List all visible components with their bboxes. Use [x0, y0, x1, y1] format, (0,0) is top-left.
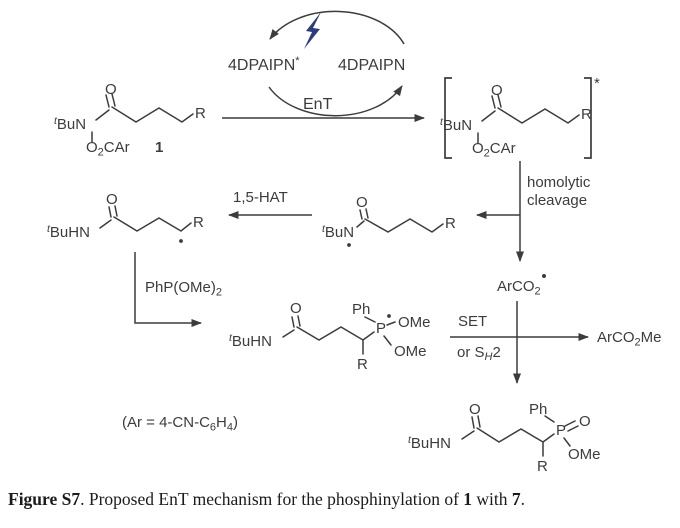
caption-compound-1: 1 — [463, 489, 473, 509]
phosphoranyl-radical-structure: tBuHN O Ph P OMe OMe R — [229, 300, 431, 373]
caption-period: . — [520, 489, 526, 509]
set-label: SET — [458, 313, 487, 330]
product-structure: tBuHN O Ph P O OMe R — [408, 401, 601, 475]
carbon-radical-dot — [179, 239, 183, 243]
excited-substrate-structure: * tBuN O O2CAr R — [440, 75, 600, 160]
product-ome-label: OMe — [568, 446, 601, 463]
hat-label: 1,5-HAT — [233, 189, 288, 206]
energy-transfer-label: EnT — [303, 96, 333, 113]
cycle-arc-bottom — [268, 85, 403, 117]
excited-amine-label: tBuN — [440, 116, 472, 134]
aminyl-radical-dot — [347, 243, 351, 247]
substrate-ester-label: O2CAr — [86, 139, 130, 159]
compound-1-number: 1 — [155, 139, 163, 156]
aroyloxy-radical-dot — [542, 274, 546, 278]
excited-r-label: R — [581, 106, 592, 123]
phosphoranyl-carbonyl-o: O — [290, 300, 302, 317]
substrate-1-structure: tBuN O O2CAr R 1 — [54, 81, 206, 159]
caption-figure-label: Figure S7 — [8, 489, 81, 509]
aroyloxy-radical: ArCO2 — [497, 274, 546, 298]
phosphonite-arrow — [134, 252, 202, 327]
carbon-radical-amine-label: tBuHN — [47, 223, 90, 241]
product-p-label: P — [556, 422, 566, 439]
product-ph-label: Ph — [529, 401, 547, 418]
photocatalyst-excited-label: 4DPAIPN* — [228, 55, 300, 74]
set-step: SET or SH2 ArCO2Me — [450, 301, 661, 384]
ar-definition: (Ar = 4-CN-C6H4) — [122, 414, 238, 434]
carbon-radical-carbonyl-o: O — [106, 191, 118, 208]
photocatalytic-cycle: 4DPAIPN* 4DPAIPN EnT — [228, 10, 405, 117]
homolytic-cleavage-step: homolytic cleavage — [476, 161, 591, 262]
aminyl-amine-label: tBuN — [322, 223, 354, 241]
product-oxide-o: O — [579, 413, 591, 430]
phosphoranyl-ome-bottom: OMe — [394, 343, 427, 360]
substrate-carbonyl-o: O — [105, 81, 117, 98]
aryl-ester-label: ArCO2Me — [597, 329, 661, 349]
phosphonite-label: PhP(OMe)2 — [145, 279, 222, 299]
hat-step: 1,5-HAT — [228, 189, 312, 219]
excited-star: * — [594, 75, 600, 92]
substrate-amine-label: tBuN — [54, 115, 86, 133]
aminyl-carbonyl-o: O — [356, 194, 368, 211]
aminyl-radical-structure: tBuN O R — [322, 194, 456, 247]
aroyloxy-label: ArCO2 — [497, 278, 541, 298]
aminyl-r-label: R — [445, 215, 456, 232]
phosphoranyl-p-label: P — [376, 320, 386, 337]
caption-body: . Proposed EnT mechanism for the phosphi… — [80, 489, 464, 509]
phosphoranyl-radical-dot — [387, 314, 391, 318]
homolytic-label-line2: cleavage — [527, 192, 587, 209]
caption-with: with — [472, 489, 512, 509]
product-r-label: R — [537, 458, 548, 475]
phosphoranyl-bonds — [282, 315, 396, 355]
sh2-label: or SH2 — [457, 344, 501, 363]
phosphoranyl-ome-top: OMe — [398, 314, 431, 331]
phosphoranyl-amine-label: tBuHN — [229, 332, 272, 350]
phosphoranyl-ph-label: Ph — [352, 301, 370, 318]
carbon-radical-r-label: R — [193, 214, 204, 231]
substrate-r-label: R — [195, 105, 206, 122]
carbon-radical-structure: tBuHN O R — [47, 191, 204, 243]
lightning-bolt-icon — [304, 12, 321, 49]
caption-compound-7: 7 — [511, 489, 521, 509]
excited-bonds — [477, 94, 580, 144]
figure-caption: Figure S7. Proposed EnT mechanism for th… — [8, 489, 672, 510]
product-amine-label: tBuHN — [408, 434, 451, 452]
cycle-arc-top — [269, 10, 405, 45]
product-carbonyl-o: O — [469, 401, 481, 418]
phosphonite-step: PhP(OMe)2 — [134, 252, 222, 327]
product-bonds — [461, 415, 579, 457]
phosphoranyl-r-label: R — [357, 356, 368, 373]
excited-ester-label: O2CAr — [472, 140, 516, 160]
homolytic-label-line1: homolytic — [527, 174, 591, 191]
photocatalyst-ground-label: 4DPAIPN — [338, 57, 405, 74]
brackets — [444, 77, 592, 159]
aminyl-bonds — [356, 208, 444, 233]
excited-carbonyl-o: O — [491, 82, 503, 99]
substrate-bonds — [91, 93, 194, 143]
carbon-radical-bonds — [99, 205, 192, 232]
mechanism-scheme: 4DPAIPN* 4DPAIPN EnT tBuN O O2CAr R 1 * … — [47, 10, 661, 475]
